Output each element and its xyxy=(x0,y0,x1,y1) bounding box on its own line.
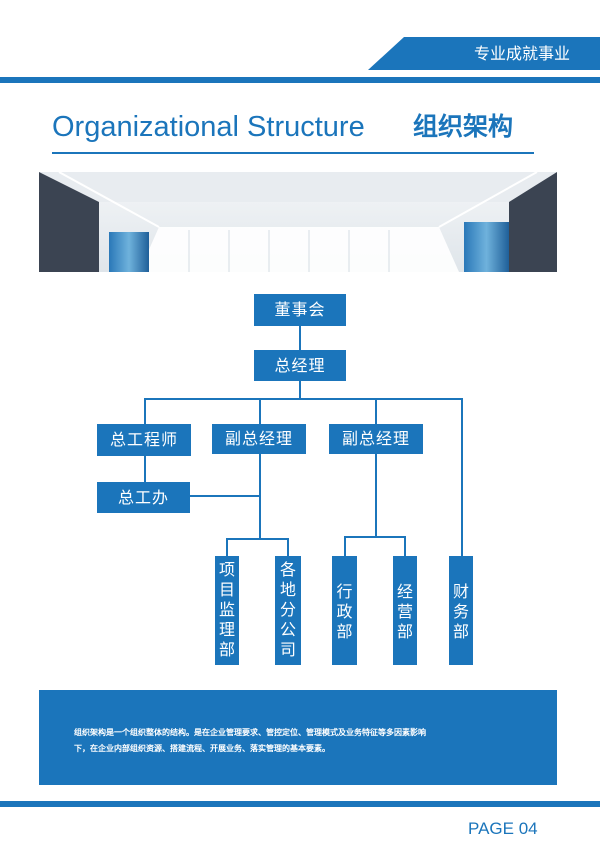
connector xyxy=(226,538,289,540)
connector xyxy=(404,536,406,556)
org-box-admin-dept: 行 政 部 xyxy=(332,556,357,665)
connector xyxy=(259,454,261,540)
connector xyxy=(375,454,377,538)
connector xyxy=(299,381,301,399)
org-box-deputy-gm-2: 副总经理 xyxy=(329,424,423,454)
connector xyxy=(144,456,146,484)
description-text: 组织架构是一个组织整体的结构。是在企业管理要求、管控定位、管理模式及业务特征等多… xyxy=(74,725,534,757)
org-box-chief-office: 总工办 xyxy=(97,482,190,513)
header-tab: 专业成就事业 xyxy=(368,37,600,70)
connector xyxy=(226,538,228,556)
connector xyxy=(190,495,261,497)
connector xyxy=(344,536,406,538)
footer-rule xyxy=(0,801,600,807)
title-underline xyxy=(52,152,534,154)
header-rule xyxy=(0,77,600,83)
org-box-general-manager: 总经理 xyxy=(254,350,346,381)
connector xyxy=(259,398,261,424)
org-box-finance-dept: 财 务 部 xyxy=(449,556,473,665)
org-box-chief-engineer: 总工程师 xyxy=(97,424,191,456)
org-box-operations-dept: 经 营 部 xyxy=(393,556,417,665)
org-box-deputy-gm-1: 副总经理 xyxy=(212,424,306,454)
connector xyxy=(344,536,346,556)
connector xyxy=(144,398,462,400)
description-panel xyxy=(39,690,557,785)
description-line-1: 组织架构是一个组织整体的结构。是在企业管理要求、管控定位、管理模式及业务特征等多… xyxy=(74,728,426,737)
page-number: PAGE 04 xyxy=(468,819,538,838)
page-title-english: Organizational Structure xyxy=(52,111,365,143)
lobby-photo xyxy=(39,172,557,272)
org-box-branch-offices: 各 地 分 公 司 xyxy=(275,556,301,665)
description-line-2: 下，在企业内部组织资源、搭建流程、开展业务、落实管理的基本要素。 xyxy=(74,744,330,753)
connector xyxy=(299,326,301,350)
page-title-chinese: 组织架构 xyxy=(413,112,514,141)
connector xyxy=(144,398,146,424)
connector xyxy=(461,398,463,556)
connector xyxy=(287,538,289,556)
org-box-project-supervision-dept: 项 目 监 理 部 xyxy=(215,556,239,665)
org-box-board: 董事会 xyxy=(254,294,346,326)
connector xyxy=(375,398,377,424)
